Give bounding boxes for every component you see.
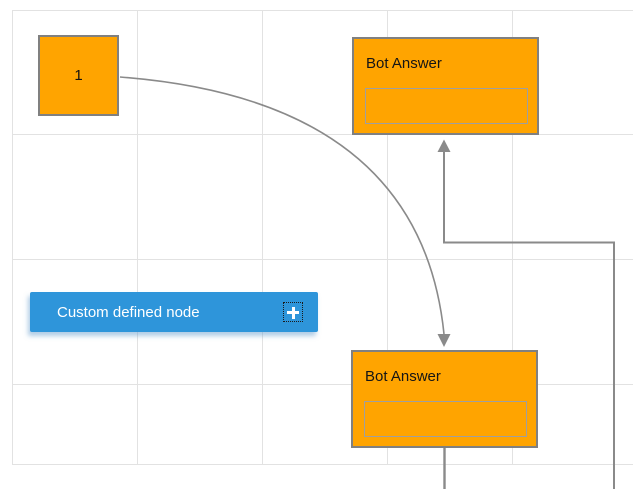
- connector-orthogonal[interactable]: [443, 152, 615, 489]
- node-label: Custom defined node: [57, 303, 200, 321]
- node-square-1[interactable]: 1: [38, 35, 119, 116]
- bot-answer-field[interactable]: [364, 401, 527, 437]
- node-label: 1: [74, 67, 83, 84]
- node-title: Bot Answer: [366, 55, 442, 72]
- node-bot-answer-bottom[interactable]: Bot Answer: [351, 350, 538, 448]
- add-button[interactable]: [283, 302, 303, 322]
- node-custom-defined[interactable]: Custom defined node: [30, 292, 318, 332]
- node-bot-answer-top[interactable]: Bot Answer: [352, 37, 539, 135]
- bot-answer-field[interactable]: [365, 88, 528, 124]
- node-title: Bot Answer: [365, 368, 441, 385]
- connector-curved[interactable]: [119, 76, 445, 335]
- plus-icon: [284, 303, 302, 321]
- arrow-up-icon: [437, 139, 451, 152]
- arrow-down-icon: [437, 334, 451, 347]
